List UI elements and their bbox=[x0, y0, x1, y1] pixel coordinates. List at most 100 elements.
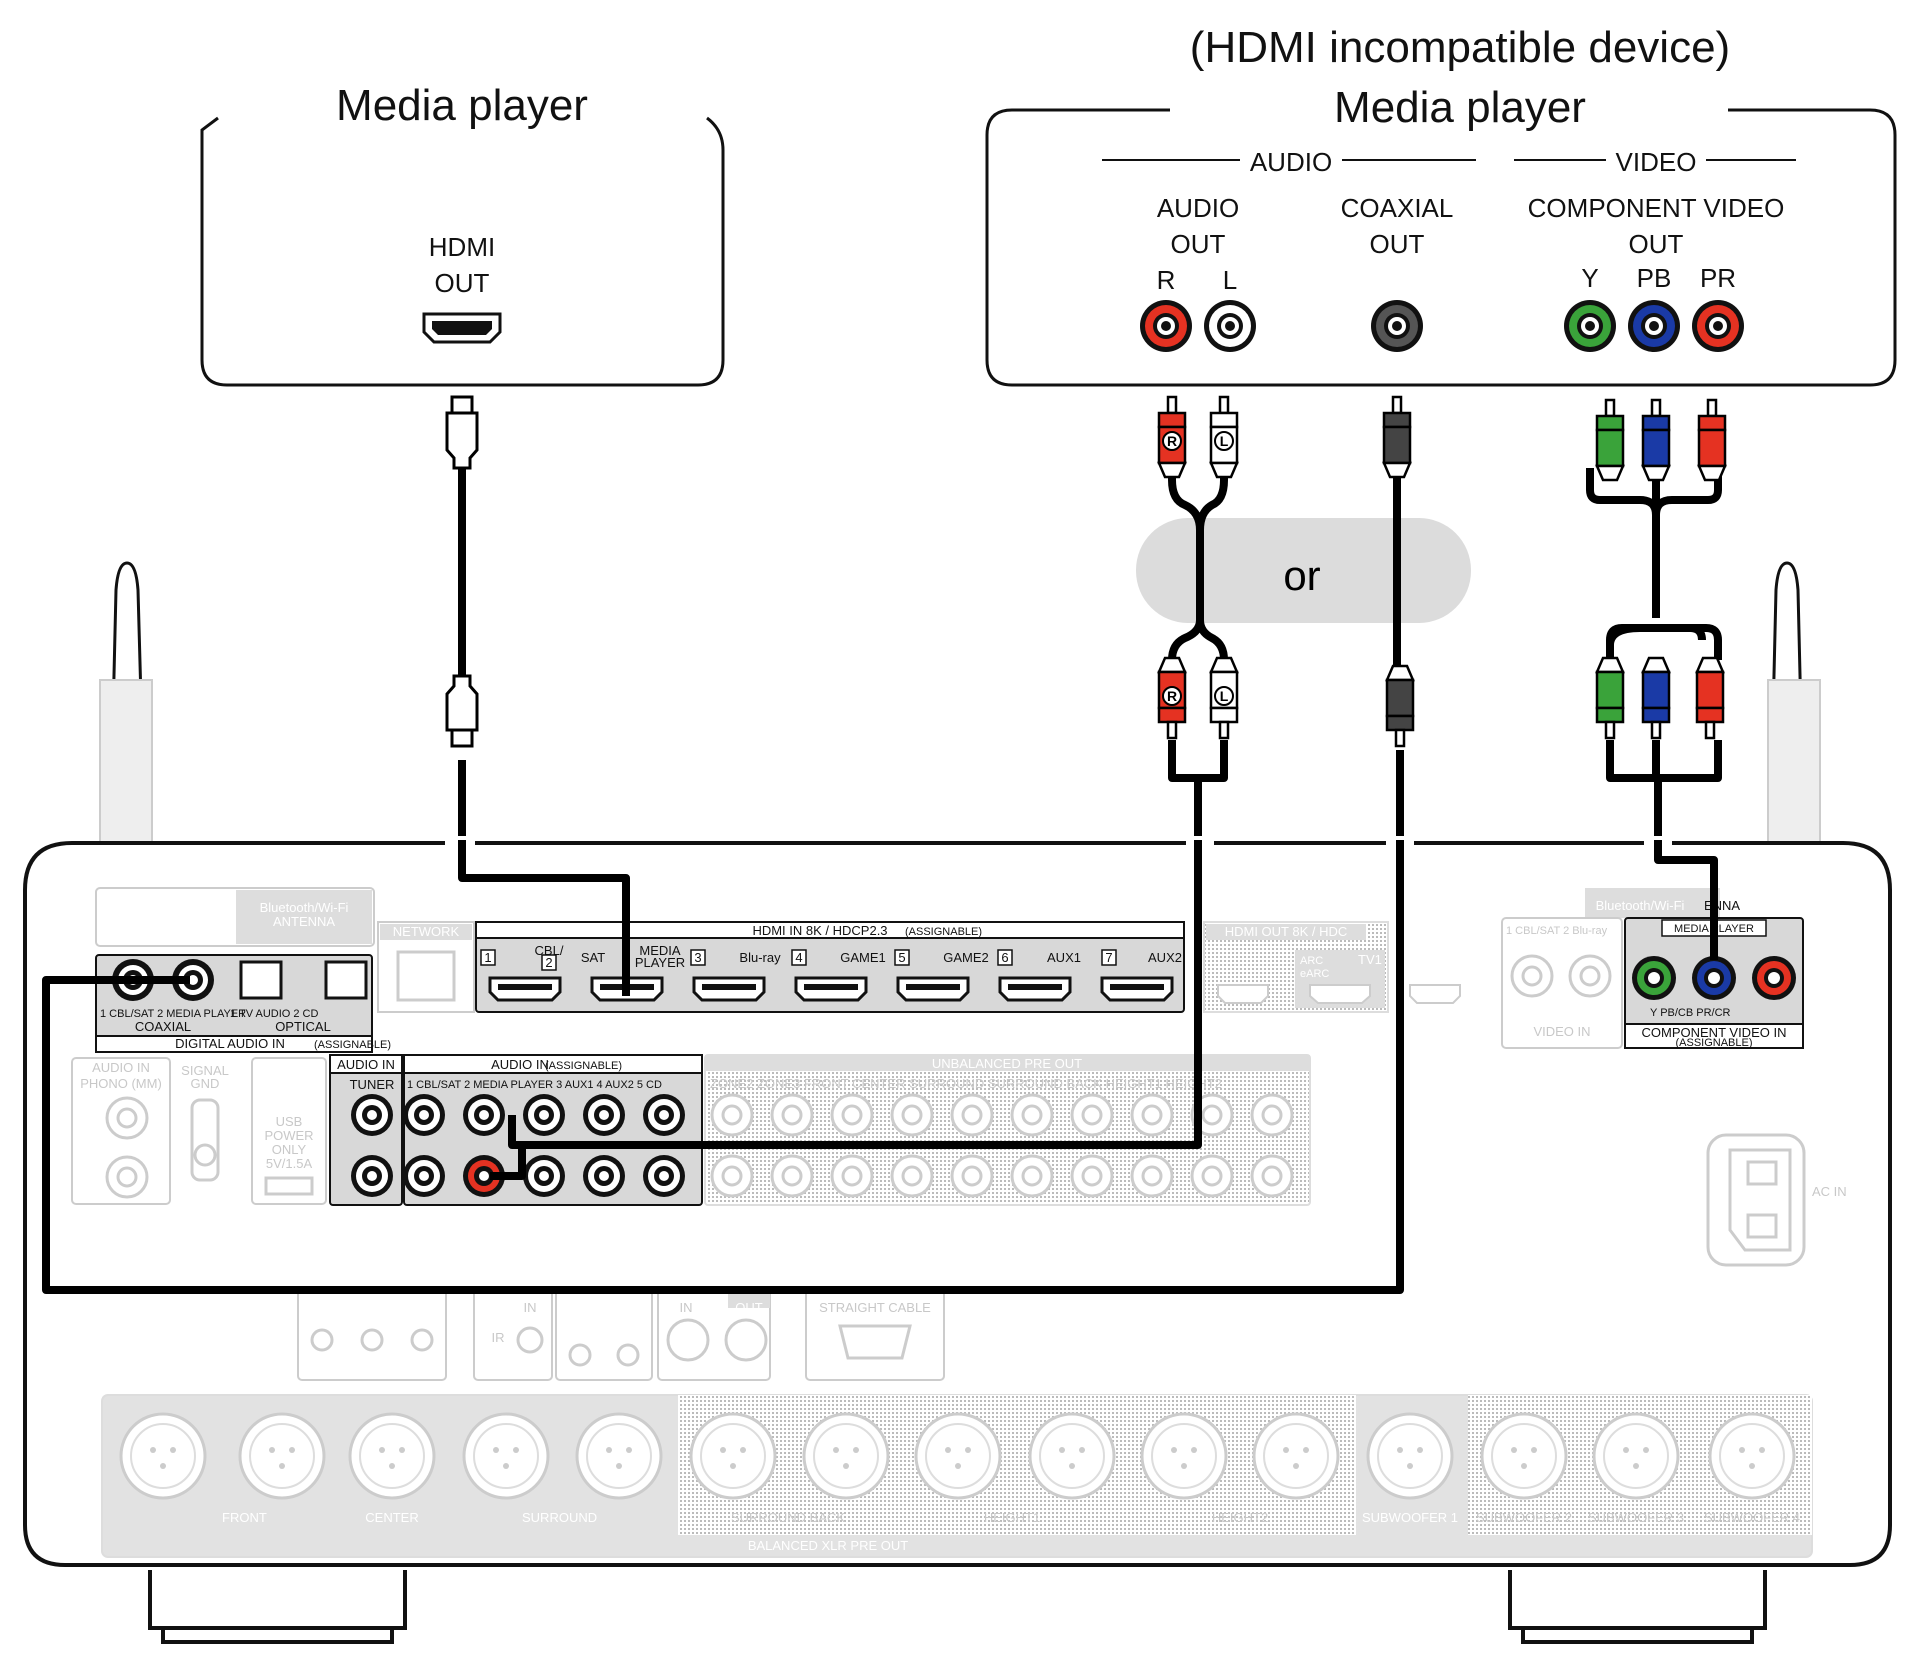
or-bubble bbox=[1136, 518, 1471, 623]
xlr-surround-label: SURROUND bbox=[522, 1510, 597, 1525]
component-in-pr-jack bbox=[1752, 956, 1796, 1000]
right-player-subtitle: (HDMI incompatible device) bbox=[1190, 23, 1730, 72]
rca-in-l-3 bbox=[523, 1094, 565, 1136]
xlr-subwoofer2-label: SUBWOOFER 2 bbox=[1476, 1510, 1572, 1525]
video-in-inputs-label: 1 CBL/SAT 2 Blu-ray bbox=[1506, 925, 1608, 937]
xlr-connector bbox=[1140, 1412, 1228, 1500]
pre-out-jack bbox=[710, 1154, 754, 1198]
ac-in-label: AC IN bbox=[1812, 1184, 1847, 1199]
xlr-connector bbox=[119, 1412, 207, 1500]
xlr-center-label: CENTER bbox=[365, 1510, 418, 1525]
receiver-foot-left bbox=[148, 1570, 407, 1630]
xlr-height1-label: HEIGHT1 bbox=[984, 1510, 1040, 1525]
coaxial-inputs-label: 1 CBL/SAT 2 MEDIA PLAYER bbox=[100, 1008, 246, 1020]
hdmi-in-label-2: SAT bbox=[581, 950, 605, 965]
xlr-connector bbox=[689, 1412, 777, 1500]
hdmi-in-label-13: AUX1 bbox=[1047, 950, 1081, 965]
component-in-channel-labels: Y PB/CB PR/CR bbox=[1650, 1007, 1731, 1019]
unbalanced-pre-out-label: UNBALANCED PRE OUT bbox=[932, 1056, 1082, 1071]
usb-label-2: POWER bbox=[264, 1128, 313, 1143]
xlr-front-label: FRONT bbox=[222, 1510, 267, 1525]
pre-out-jack bbox=[770, 1154, 814, 1198]
svg-text:L: L bbox=[1220, 688, 1229, 704]
rca-in-l-0 bbox=[351, 1094, 393, 1136]
pre-out-jack bbox=[1010, 1154, 1054, 1198]
xlr-connector bbox=[1252, 1412, 1340, 1500]
hdmi-in-label-14: 7 bbox=[1105, 950, 1112, 965]
ir-label: IR bbox=[492, 1330, 505, 1345]
component-plug-y-top bbox=[1595, 398, 1625, 482]
hdmi-in-label-4: MEDIA bbox=[639, 943, 681, 958]
component-in-y-jack bbox=[1632, 956, 1676, 1000]
coaxial-out-label-2: OUT bbox=[1370, 229, 1425, 259]
hdmi-in-label-3: 2 bbox=[545, 955, 552, 970]
hdmi-in-label-8: 4 bbox=[795, 950, 802, 965]
xlr-subwoofer1-label: SUBWOOFER 1 bbox=[1362, 1510, 1458, 1525]
usb-label-1: USB bbox=[276, 1114, 303, 1129]
cables bbox=[42, 450, 1722, 1294]
optical-in-2-port bbox=[324, 960, 368, 1000]
rca-in-l-1 bbox=[403, 1094, 445, 1136]
tv1-label: TV1 bbox=[1358, 952, 1382, 967]
tuner-audio-in-title: AUDIO IN bbox=[337, 1057, 395, 1072]
optical-inputs-label: 1 TV AUDIO 2 CD bbox=[230, 1008, 318, 1020]
signal-gnd-label-1: SIGNAL bbox=[181, 1063, 229, 1078]
coaxial-plug-bottom bbox=[1385, 664, 1415, 748]
receiver-foot-right bbox=[1508, 1570, 1767, 1630]
xlr-connector bbox=[1480, 1412, 1568, 1500]
component-out-label-1: COMPONENT VIDEO bbox=[1528, 193, 1785, 223]
xlr-height2-label: HEIGHT2 bbox=[1212, 1510, 1268, 1525]
component-plug-pr-top bbox=[1697, 398, 1727, 482]
pre-out-jack bbox=[830, 1093, 874, 1137]
hdmi-in-label-6: 3 bbox=[694, 950, 701, 965]
digital-audio-in-title: DIGITAL AUDIO IN bbox=[175, 1036, 285, 1051]
coaxial-out-jack bbox=[1371, 300, 1423, 352]
svg-text:R: R bbox=[1167, 688, 1177, 704]
hdmi-in-assignable: (ASSIGNABLE) bbox=[905, 926, 982, 938]
pre-out-jack bbox=[1130, 1154, 1174, 1198]
xlr-connector bbox=[1366, 1412, 1454, 1500]
svg-text:R: R bbox=[1167, 433, 1177, 449]
component-plug-y-bottom bbox=[1595, 656, 1625, 740]
xlr-connector bbox=[914, 1412, 1002, 1500]
hdmi-in-label-15: AUX2 bbox=[1148, 950, 1182, 965]
digital-audio-in-panel: DIGITAL AUDIO IN (ASSIGNABLE) 1 CBL/SAT … bbox=[95, 954, 391, 1053]
hdmi-in-label-10: 5 bbox=[898, 950, 905, 965]
xlr-connector bbox=[575, 1412, 663, 1500]
coaxial-label: COAXIAL bbox=[135, 1019, 191, 1034]
analog-audio-inputs-label: 1 CBL/SAT 2 MEDIA PLAYER 3 AUX1 4 AUX2 5… bbox=[407, 1079, 662, 1091]
pre-out-jack bbox=[830, 1154, 874, 1198]
audio-out-label-1: AUDIO bbox=[1157, 193, 1239, 223]
rca-in-r-0 bbox=[351, 1155, 393, 1197]
xlr-subwoofer3-label: SUBWOOFER 3 bbox=[1588, 1510, 1684, 1525]
audio-out-l-jack bbox=[1204, 300, 1256, 352]
hdmi-in-label-0: 1 bbox=[484, 950, 491, 965]
xlr-connector bbox=[802, 1412, 890, 1500]
audio-plug-l-bottom: L bbox=[1209, 656, 1239, 740]
antenna-right-partial: ENNA bbox=[1704, 898, 1740, 913]
audio-plug-r-top: R bbox=[1157, 395, 1187, 479]
pre-out-jack bbox=[890, 1154, 934, 1198]
hdmi-in-title: HDMI IN 8K / HDCP2.3 bbox=[752, 923, 887, 938]
pre-out-jack bbox=[950, 1093, 994, 1137]
phono-audio-in-label: AUDIO IN bbox=[92, 1060, 150, 1075]
right-media-player: (HDMI incompatible device) Media player … bbox=[985, 23, 1897, 387]
coaxial-plug-top bbox=[1382, 395, 1412, 479]
usb-label-4: 5V/1.5A bbox=[266, 1156, 313, 1171]
component-in-pb-jack bbox=[1692, 956, 1736, 1000]
pre-out-jack bbox=[1010, 1093, 1054, 1137]
svg-text:L: L bbox=[1220, 433, 1229, 449]
hdmi-in-label-11: GAME2 bbox=[943, 950, 989, 965]
pre-out-jack bbox=[1070, 1093, 1114, 1137]
straight-cable-label: STRAIGHT CABLE bbox=[819, 1300, 931, 1315]
pb-label: PB bbox=[1637, 263, 1672, 293]
hdmi-plug-top bbox=[445, 395, 479, 470]
av-receiver-rear-panel: Bluetooth/Wi-Fi ANTENNA Bluetooth/Wi-Fi … bbox=[23, 561, 1892, 1644]
hdmi-in-label-12: 6 bbox=[1001, 950, 1008, 965]
xlr-surround-back-label: SURROUND BACK bbox=[731, 1510, 845, 1525]
component-out-label-2: OUT bbox=[1629, 229, 1684, 259]
component-video-in-panel: MEDIA PLAYER Y PB/CB PR/CR COMPONENT VID… bbox=[1624, 917, 1804, 1049]
network-port bbox=[396, 950, 456, 1002]
analog-audio-in-title: AUDIO IN bbox=[491, 1057, 549, 1072]
